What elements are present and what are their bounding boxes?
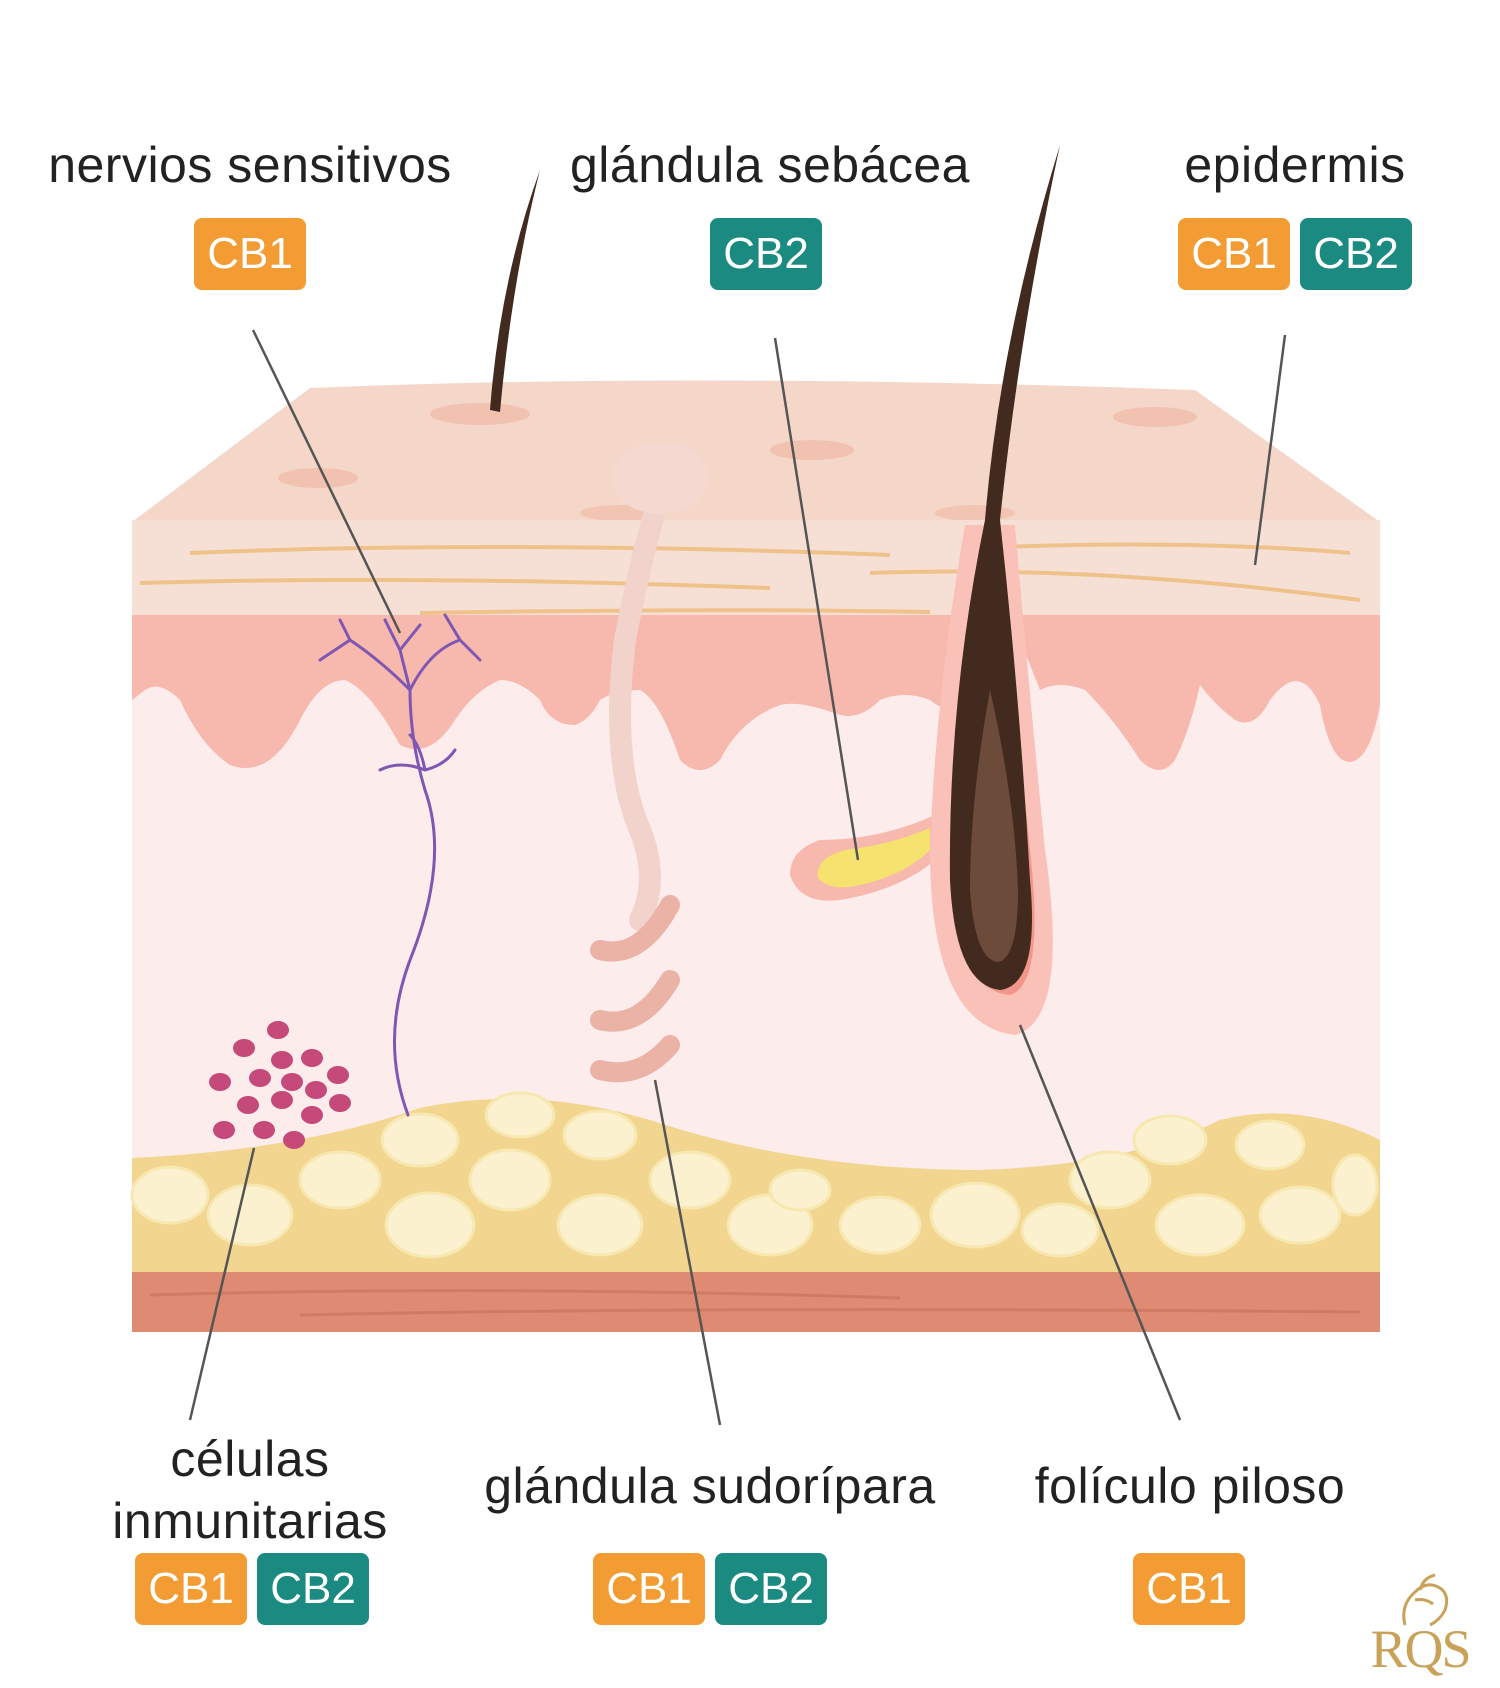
badge-cb2: CB2 — [1300, 218, 1412, 290]
pore — [935, 505, 1015, 521]
label-celulas-line2: inmunitarias — [112, 1493, 388, 1549]
badges-nervios: CB1 — [194, 218, 306, 290]
muscle-lines — [149, 1289, 1361, 1317]
sweat-duct — [609, 484, 671, 931]
pore — [430, 403, 530, 425]
dermal-papillae — [132, 615, 1380, 770]
epidermis-band — [132, 520, 1380, 615]
fat-cells — [130, 1091, 1379, 1259]
badges-foliculo: CB1 — [1133, 1553, 1245, 1625]
hair-small — [490, 170, 540, 412]
label-celulas-line1: células — [170, 1431, 330, 1487]
badges-sudoripara: CB1 CB2 — [593, 1553, 827, 1625]
leader-lines — [188, 329, 1287, 1426]
sensory-nerve — [318, 613, 482, 1117]
pore — [1113, 407, 1197, 427]
rqs-logo-text: RQS — [1370, 1619, 1471, 1679]
rqs-logo: RQS — [1345, 1570, 1495, 1680]
label-foliculo-piloso: folículo piloso — [1034, 1458, 1346, 1514]
epidermis-lines — [139, 542, 1361, 615]
pore — [770, 440, 854, 460]
badge-cb1: CB1 — [135, 1553, 247, 1625]
pore — [278, 468, 358, 488]
badge-cb2: CB2 — [257, 1553, 369, 1625]
sweat-coil — [590, 895, 680, 1083]
badge-cb1: CB1 — [593, 1553, 705, 1625]
badges-celulas: CB1 CB2 — [135, 1553, 369, 1625]
badge-cb1: CB1 — [194, 218, 306, 290]
muscle-layer — [132, 1272, 1380, 1332]
label-glandula-sudoripara: glándula sudorípara — [484, 1458, 936, 1514]
badges-sebacea: CB2 — [710, 218, 822, 290]
label-nervios-sensitivos: nervios sensitivos — [48, 137, 452, 193]
badge-cb2: CB2 — [715, 1553, 827, 1625]
badges-epidermis: CB1 CB2 — [1178, 218, 1412, 290]
skin-top-surface — [132, 380, 1380, 522]
hair-bulb — [970, 690, 1018, 962]
label-epidermis: epidermis — [1184, 137, 1406, 193]
lion-icon — [1402, 1573, 1449, 1627]
badge-cb1: CB1 — [1133, 1553, 1245, 1625]
label-glandula-sebacea: glándula sebácea — [570, 137, 970, 193]
badge-cb2: CB2 — [710, 218, 822, 290]
badge-cb1: CB1 — [1178, 218, 1290, 290]
sweat-pore — [612, 442, 708, 514]
sebaceous-gland — [817, 828, 930, 888]
immune-cells — [209, 1021, 351, 1149]
